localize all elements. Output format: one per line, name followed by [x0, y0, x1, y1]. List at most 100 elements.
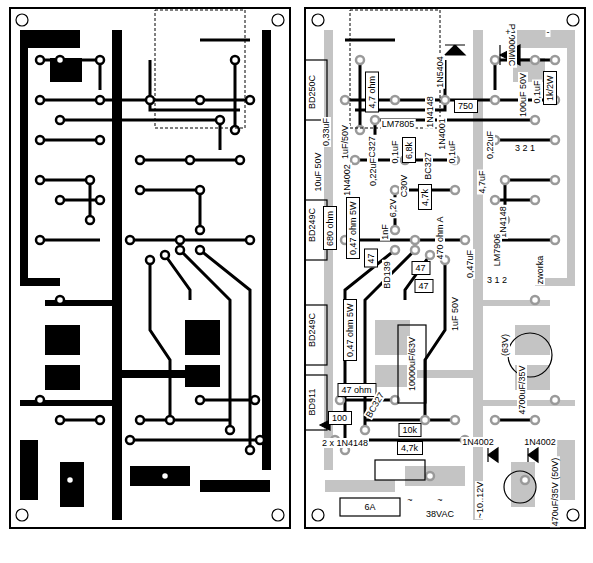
- part-label: ~10..12V: [475, 481, 485, 519]
- resistor-box: 100: [328, 411, 352, 425]
- solder-pad: [36, 396, 44, 404]
- part-label: 100uF 50V: [518, 72, 528, 118]
- component-pad: [531, 116, 539, 124]
- part-value: 100: [332, 413, 347, 423]
- part-label: 3 1 2: [486, 275, 508, 285]
- mounting-hole: [312, 509, 324, 521]
- solder-pad: [196, 396, 204, 404]
- component-pad: [421, 416, 429, 424]
- solder-pad: [96, 136, 104, 144]
- part-label: 0,22uF: [485, 130, 495, 160]
- component-pad: [491, 416, 499, 424]
- solder-pad: [161, 251, 169, 259]
- part-value: 47 ohm: [342, 385, 372, 395]
- solder-pad: [146, 256, 154, 264]
- solder-pad: [176, 236, 184, 244]
- component-pad: [491, 196, 499, 204]
- component-pad: [451, 416, 459, 424]
- solder-pad: [96, 416, 104, 424]
- transformer-outline: [350, 10, 440, 128]
- component-pad: [356, 56, 364, 64]
- solder-pad: [96, 56, 104, 64]
- solder-pad: [196, 226, 204, 234]
- component-pad: [501, 176, 509, 184]
- part-label: BD139: [382, 260, 392, 290]
- solder-pad: [196, 246, 204, 254]
- component-pad: [531, 56, 539, 64]
- component-pad: [551, 236, 559, 244]
- pcb-shape: [155, 10, 440, 128]
- solder-pad: [226, 426, 234, 434]
- component-pad: [391, 96, 399, 104]
- part-label: 1uF 50V: [450, 296, 460, 332]
- resistor-box: 47 ohm: [338, 383, 377, 397]
- pcb-shape: [36, 56, 559, 484]
- solder-pad: [126, 436, 134, 444]
- solder-pad: [56, 416, 64, 424]
- part-label: LM7805: [381, 119, 416, 129]
- resistor-box: 10k: [399, 423, 422, 437]
- part-label: BD250C: [307, 74, 317, 110]
- part-label: BC327: [423, 151, 433, 181]
- part-value: 47: [366, 253, 376, 263]
- resistor-box: 4,7k: [418, 184, 432, 210]
- resistor-box: 0,47 ohm 5W: [346, 197, 360, 259]
- part-label: 0,33uF: [321, 117, 331, 147]
- connector-outline: [375, 460, 425, 480]
- mounting-hole: [16, 14, 28, 26]
- component-pad: [441, 96, 449, 104]
- component-pad: [356, 126, 364, 134]
- part-value: 750: [458, 101, 473, 111]
- component-pad: [351, 156, 359, 164]
- part-value: 10k: [403, 425, 418, 435]
- solder-pad: [246, 96, 254, 104]
- solder-pad: [176, 246, 184, 254]
- part-value: 4,7k: [401, 443, 418, 453]
- board-outline: [10, 8, 290, 528]
- solder-pad: [136, 416, 144, 424]
- component-pad: [551, 136, 559, 144]
- part-label: ~: [436, 495, 443, 505]
- fuse-holder: [340, 498, 400, 516]
- capacitor-outline: [508, 333, 552, 377]
- component-pad: [531, 416, 539, 424]
- part-label: 3 2 1: [514, 143, 536, 153]
- part-label: 2 x 1N4148: [321, 438, 369, 448]
- transistor-outline: [305, 305, 327, 365]
- part-label: 10uF 50V: [313, 151, 323, 192]
- part-value: 47: [416, 263, 426, 273]
- resistor-box: 6,8k: [402, 137, 416, 163]
- part-label: 1N4002: [461, 437, 495, 447]
- mounting-hole: [567, 14, 579, 26]
- resistor-box: 47: [412, 261, 431, 275]
- part-label: 6A: [363, 502, 376, 512]
- mounting-hole: [272, 14, 284, 26]
- component-pad: [391, 246, 399, 254]
- resistor-box: 1k/2W: [543, 71, 557, 105]
- part-label: 10000uF/63V: [407, 336, 417, 392]
- component-pad: [426, 472, 434, 480]
- component-pad: [451, 186, 459, 194]
- part-label: 1N4001: [437, 117, 447, 151]
- component-pad: [411, 236, 419, 244]
- component-pad: [521, 476, 529, 484]
- mounting-hole: [16, 509, 28, 521]
- part-label: 1N4002: [523, 437, 557, 447]
- solder-pad: [126, 236, 134, 244]
- part-label: BD249C: [307, 312, 317, 348]
- part-label: C30V: [399, 174, 409, 199]
- component-pad: [551, 56, 559, 64]
- solder-pad: [36, 176, 44, 184]
- component-pad: [426, 251, 434, 259]
- part-label: 4700uF/35V: [517, 364, 527, 415]
- solder-pad: [216, 116, 224, 124]
- component-pad: [411, 246, 419, 254]
- solder-pad: [56, 56, 64, 64]
- part-label: ~: [406, 495, 413, 505]
- part-label: 0,1uF: [532, 79, 542, 104]
- solder-pad: [56, 116, 64, 124]
- solder-pad: [66, 476, 74, 484]
- solder-pad: [236, 156, 244, 164]
- solder-side: [20, 30, 271, 520]
- capacitor-outline: [504, 471, 536, 503]
